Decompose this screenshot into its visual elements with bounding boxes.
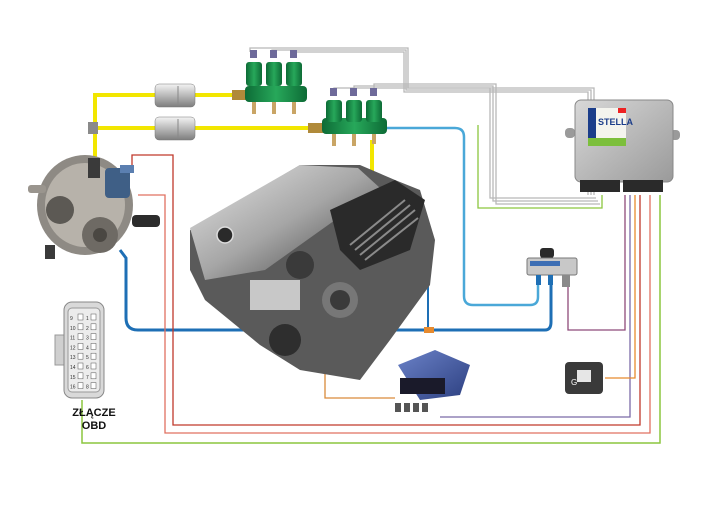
obd-pin-label: 15 bbox=[70, 375, 76, 381]
obd-pin bbox=[77, 372, 84, 380]
obd-pin-label: 4 bbox=[86, 345, 89, 351]
obd-pin-label: 13 bbox=[70, 355, 76, 361]
obd-pin-label: 3 bbox=[86, 336, 89, 342]
obd-label: ZŁĄCZE OBD bbox=[64, 407, 124, 433]
obd-pin bbox=[90, 352, 97, 360]
gas-filter-upper[interactable] bbox=[154, 83, 196, 108]
petrol-ecu-wire bbox=[440, 195, 631, 418]
obd-pin-label: 11 bbox=[70, 336, 75, 342]
engine[interactable] bbox=[190, 165, 435, 380]
coolant-pipe bbox=[118, 249, 553, 332]
obd-label-line1: ZŁĄCZE bbox=[72, 407, 116, 419]
obd-pin bbox=[77, 343, 84, 350]
gas-ecu[interactable] bbox=[565, 99, 680, 192]
switch-mode-letter: G bbox=[571, 378, 577, 387]
obd-pin bbox=[77, 333, 84, 340]
reducer-temp-wire bbox=[138, 194, 651, 434]
obd-pin-label: 9 bbox=[70, 316, 73, 322]
obd-pin-label: 8 bbox=[86, 385, 89, 391]
injector-rail-1[interactable] bbox=[232, 50, 307, 114]
gas-pipe-tee bbox=[88, 122, 98, 134]
obd-pin bbox=[90, 362, 97, 370]
obd-pin-label: 6 bbox=[86, 365, 89, 371]
obd-pin bbox=[77, 362, 84, 370]
obd-pin-label: 5 bbox=[86, 355, 89, 361]
obd-pin bbox=[90, 372, 97, 380]
ecu-brand-label: STELLA bbox=[598, 117, 633, 127]
obd-pin-label: 10 bbox=[70, 326, 76, 332]
obd-pin bbox=[90, 343, 97, 350]
pipe-joint bbox=[424, 327, 434, 333]
obd-pin bbox=[90, 323, 97, 331]
gas-switch[interactable]: G bbox=[565, 362, 603, 394]
obd-pin bbox=[77, 323, 84, 331]
obd-pin bbox=[77, 352, 84, 360]
obd-wire-main bbox=[81, 195, 661, 444]
obd-wire bbox=[477, 125, 603, 209]
gas-filter-lower[interactable] bbox=[154, 116, 196, 141]
obd-label-line2: OBD bbox=[81, 420, 107, 432]
obd-pin-label: 2 bbox=[86, 326, 89, 332]
obd-pin-label: 14 bbox=[70, 365, 76, 371]
switch-wire bbox=[605, 195, 636, 379]
map-signal-wire bbox=[567, 195, 626, 331]
obd-pin bbox=[77, 382, 84, 389]
vacuum-pipe bbox=[384, 126, 540, 307]
injector-rail-2[interactable] bbox=[308, 88, 387, 146]
petrol-ecu[interactable] bbox=[395, 350, 470, 412]
obd-pin bbox=[77, 313, 84, 321]
reducer[interactable] bbox=[28, 155, 160, 259]
obd-pin bbox=[90, 333, 97, 340]
obd-pin-label: 12 bbox=[70, 345, 76, 351]
obd-pin-label: 1 bbox=[86, 316, 89, 322]
obd-pin-label: 16 bbox=[70, 385, 76, 391]
obd-pin-label: 7 bbox=[86, 375, 89, 381]
obd-pin bbox=[90, 313, 97, 321]
reducer-signal-wire bbox=[131, 154, 641, 426]
map-sensor[interactable] bbox=[526, 248, 578, 287]
obd-pin bbox=[90, 382, 97, 389]
